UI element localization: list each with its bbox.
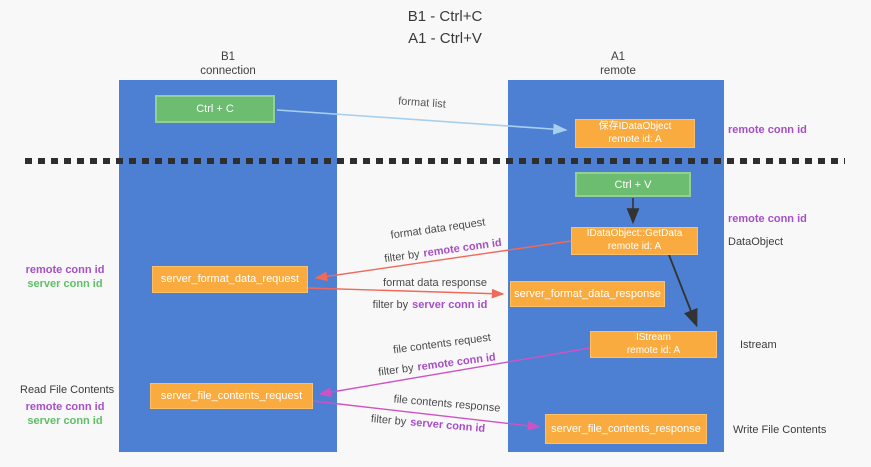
lane-header-b1: B1 connection: [168, 50, 288, 79]
title-line-1: B1 - Ctrl+C: [407, 8, 483, 25]
format-data-request-label: format data request: [389, 216, 487, 242]
getdata-line1: IDataObject::GetData: [586, 228, 683, 240]
server-conn-id-inline-2: server conn id: [409, 416, 486, 435]
remote-conn-id-inline-1: remote conn id: [422, 236, 503, 260]
filter-by-text-4: filter by: [370, 413, 407, 429]
lane-a1-name: A1: [610, 51, 626, 63]
server-format-data-response-label: server_format_data_response: [514, 287, 661, 300]
server-format-data-request-box: server_format_data_request: [152, 266, 308, 293]
filter-by-text-1: filter by: [383, 248, 421, 266]
server-file-contents-response-box: server_file_contents_response: [545, 414, 707, 444]
right-remote-conn-id-mid-label: remote conn id: [728, 213, 807, 225]
save-dataobject-line1: 保存IDataObject: [598, 120, 672, 132]
filter-by-text-2: filter by: [372, 299, 409, 311]
right-remote-conn-id-top-label: remote conn id: [728, 124, 807, 136]
read-file-contents-label: Read File Contents: [20, 384, 115, 396]
title-line-2: A1 - Ctrl+V: [408, 29, 482, 47]
ctrl-v-label: Ctrl + V: [614, 178, 652, 191]
server-conn-id-inline-1: server conn id: [412, 299, 488, 311]
write-file-contents-label: Write File Contents: [733, 424, 827, 436]
save-dataobject-line2: remote id: A: [608, 133, 662, 145]
server-file-contents-response-label: server_file_contents_response: [551, 422, 701, 435]
left-remote-conn-id-label: remote conn id: [25, 264, 105, 276]
dataobject-label: DataObject: [728, 236, 784, 248]
left-remote-conn-id-label-2: remote conn id: [25, 401, 105, 413]
format-data-response-label: format data response: [383, 277, 487, 289]
istream-line1: IStream: [635, 331, 671, 343]
lane-header-a1: A1 remote: [558, 50, 678, 79]
istream-side-label: Istream: [740, 339, 777, 351]
lane-b1-name: B1: [220, 51, 236, 63]
left-server-conn-id-label: server conn id: [27, 278, 103, 290]
ctrl-v-box: Ctrl + V: [575, 172, 691, 197]
getdata-box: IDataObject::GetData remote id: A: [571, 227, 698, 255]
getdata-line2: remote id: A: [607, 241, 662, 252]
lane-a1-subtitle: remote: [600, 65, 636, 78]
server-file-contents-request-box: server_file_contents_request: [150, 383, 313, 409]
istream-box: IStream remote id: A: [590, 331, 717, 358]
filter-by-text-3: filter by: [377, 362, 415, 379]
format-list-label: format list: [397, 95, 447, 111]
file-contents-response-label: file contents response: [393, 393, 501, 415]
left-server-conn-id-label-2: server conn id: [27, 415, 103, 427]
ctrl-c-box: Ctrl + C: [155, 95, 275, 123]
server-format-data-request-label: server_format_data_request: [160, 273, 300, 286]
ctrl-c-label: Ctrl + C: [196, 103, 234, 115]
server-file-contents-request-label: server_file_contents_request: [160, 389, 303, 402]
istream-line2: remote id: A: [626, 344, 681, 356]
save-dataobject-box: 保存IDataObject remote id: A: [575, 119, 695, 148]
diagram-title: B1 - Ctrl+C A1 - Ctrl+V: [300, 6, 590, 50]
remote-conn-id-inline-2: remote conn id: [416, 351, 497, 374]
lane-b1-subtitle: connection: [200, 65, 256, 78]
server-format-data-response-box: server_format_data_response: [510, 281, 665, 307]
